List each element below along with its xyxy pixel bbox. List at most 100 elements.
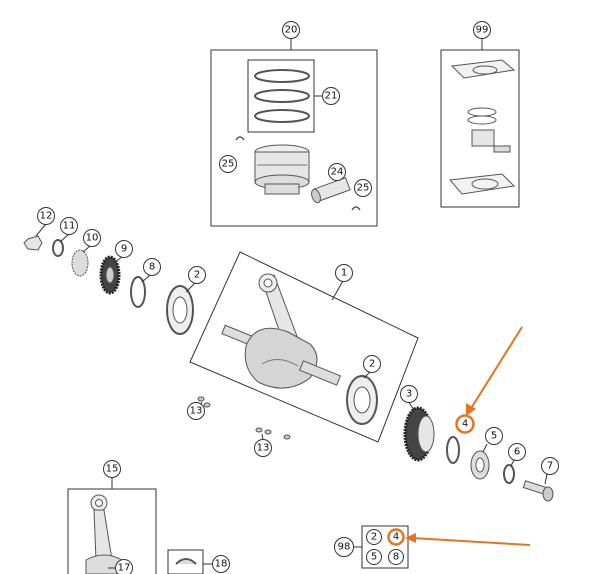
svg-text:99: 99 [476, 25, 489, 36]
kit-item-5[interactable]: 5 [366, 549, 382, 565]
highlight-arrows [405, 326, 531, 546]
crankshaft [221, 273, 342, 389]
svg-text:4: 4 [393, 532, 399, 543]
callout-5[interactable]: 5 [485, 427, 503, 445]
ring-8 [130, 276, 146, 308]
svg-text:21: 21 [325, 91, 338, 102]
svg-text:98: 98 [338, 542, 351, 553]
leader-1 [331, 280, 344, 301]
callout-8[interactable]: 8 [143, 258, 161, 276]
connecting-rod [85, 494, 123, 574]
callout-2-right[interactable]: 2 [363, 355, 381, 373]
head-gasket-top [450, 59, 516, 79]
leader-5 [482, 443, 488, 453]
leader-6 [510, 459, 515, 467]
callout-6[interactable]: 6 [508, 443, 526, 461]
callout-13-left[interactable]: 13 [187, 402, 205, 420]
leader-13b [261, 433, 264, 441]
callout-20[interactable]: 20 [282, 21, 300, 39]
svg-text:5: 5 [491, 431, 497, 442]
callout-21[interactable]: 21 [322, 87, 340, 105]
svg-text:20: 20 [285, 25, 298, 36]
callout-15[interactable]: 15 [103, 460, 121, 478]
piston [254, 144, 310, 195]
mini-ring-1 [467, 107, 497, 117]
svg-text:11: 11 [63, 221, 76, 232]
callout-13-right[interactable]: 13 [254, 439, 272, 457]
circlip-right [351, 206, 361, 211]
callout-9[interactable]: 9 [115, 240, 133, 258]
washer-4 [446, 436, 460, 464]
callout-98[interactable]: 98 [334, 537, 354, 557]
callout-2-left[interactable]: 2 [188, 266, 206, 284]
piston-ring-bottom [254, 109, 310, 123]
svg-text:8: 8 [393, 552, 399, 563]
callout-11[interactable]: 11 [60, 217, 78, 235]
crankshaft-frame [189, 251, 419, 443]
callout-17[interactable]: 17 [115, 559, 133, 574]
kit-98 [354, 525, 409, 569]
left-shaft-parts [23, 235, 194, 335]
svg-text:9: 9 [121, 244, 127, 255]
leader-2a [185, 282, 196, 293]
arrow-to-4-kit-line [411, 537, 531, 546]
kit-item-4-highlighted[interactable]: 4 [387, 528, 405, 546]
callout-7[interactable]: 7 [541, 457, 559, 475]
arrow-to-4-top-head [466, 403, 476, 416]
callout-3[interactable]: 3 [400, 385, 418, 403]
leader-12 [35, 223, 47, 237]
circlip-left [235, 136, 245, 141]
gasket-set [440, 38, 520, 208]
leader-7 [544, 473, 548, 485]
bolt-7 [522, 480, 554, 502]
callout-24[interactable]: 24 [328, 163, 346, 181]
callout-18[interactable]: 18 [212, 555, 230, 573]
kit-item-2[interactable]: 2 [366, 529, 382, 545]
svg-text:12: 12 [40, 211, 53, 222]
leader-10 [82, 245, 91, 253]
arrow-to-4-top-line [469, 326, 523, 411]
svg-text:25: 25 [357, 183, 370, 194]
gear-10 [71, 249, 89, 277]
svg-text:10: 10 [86, 233, 99, 244]
washer-11 [52, 239, 64, 257]
svg-text:5: 5 [371, 552, 377, 563]
leader-8 [141, 274, 151, 283]
mini-pin [493, 145, 511, 153]
callout-1[interactable]: 1 [335, 264, 353, 282]
svg-text:4: 4 [462, 419, 468, 430]
callout-25-left[interactable]: 25 [219, 155, 237, 173]
piston-ring-middle [254, 89, 310, 103]
studs-13 [197, 396, 291, 440]
piston-ring-top [254, 69, 310, 83]
svg-text:2: 2 [369, 359, 375, 370]
right-shaft-parts [403, 406, 554, 502]
svg-text:6: 6 [514, 447, 520, 458]
callouts: 20 21 25 24 25 99 12 11 10 9 8 2 1 2 3 4… [37, 21, 559, 574]
callout-12[interactable]: 12 [37, 207, 55, 225]
callout-10[interactable]: 10 [83, 229, 101, 247]
leader-2b [363, 371, 371, 379]
kit-item-8[interactable]: 8 [388, 549, 404, 565]
nut-12 [23, 235, 43, 251]
callout-4-highlighted[interactable]: 4 [455, 414, 475, 434]
conrod-group [67, 477, 157, 574]
piston-pin [311, 176, 351, 204]
svg-text:7: 7 [547, 461, 553, 472]
mini-ring-2 [467, 115, 497, 125]
svg-text:25: 25 [222, 159, 235, 170]
svg-text:15: 15 [106, 464, 119, 475]
svg-text:8: 8 [149, 262, 155, 273]
svg-text:2: 2 [194, 270, 200, 281]
leader-11 [59, 233, 70, 243]
piston-group-frame [210, 49, 378, 227]
washer-6 [503, 464, 515, 484]
arrow-to-4-kit-head [405, 533, 416, 543]
svg-text:2: 2 [371, 532, 377, 543]
callout-99[interactable]: 99 [473, 21, 491, 39]
svg-text:1: 1 [341, 268, 347, 279]
svg-text:13: 13 [190, 406, 203, 417]
callout-25-right[interactable]: 25 [354, 179, 372, 197]
svg-text:18: 18 [215, 559, 228, 570]
